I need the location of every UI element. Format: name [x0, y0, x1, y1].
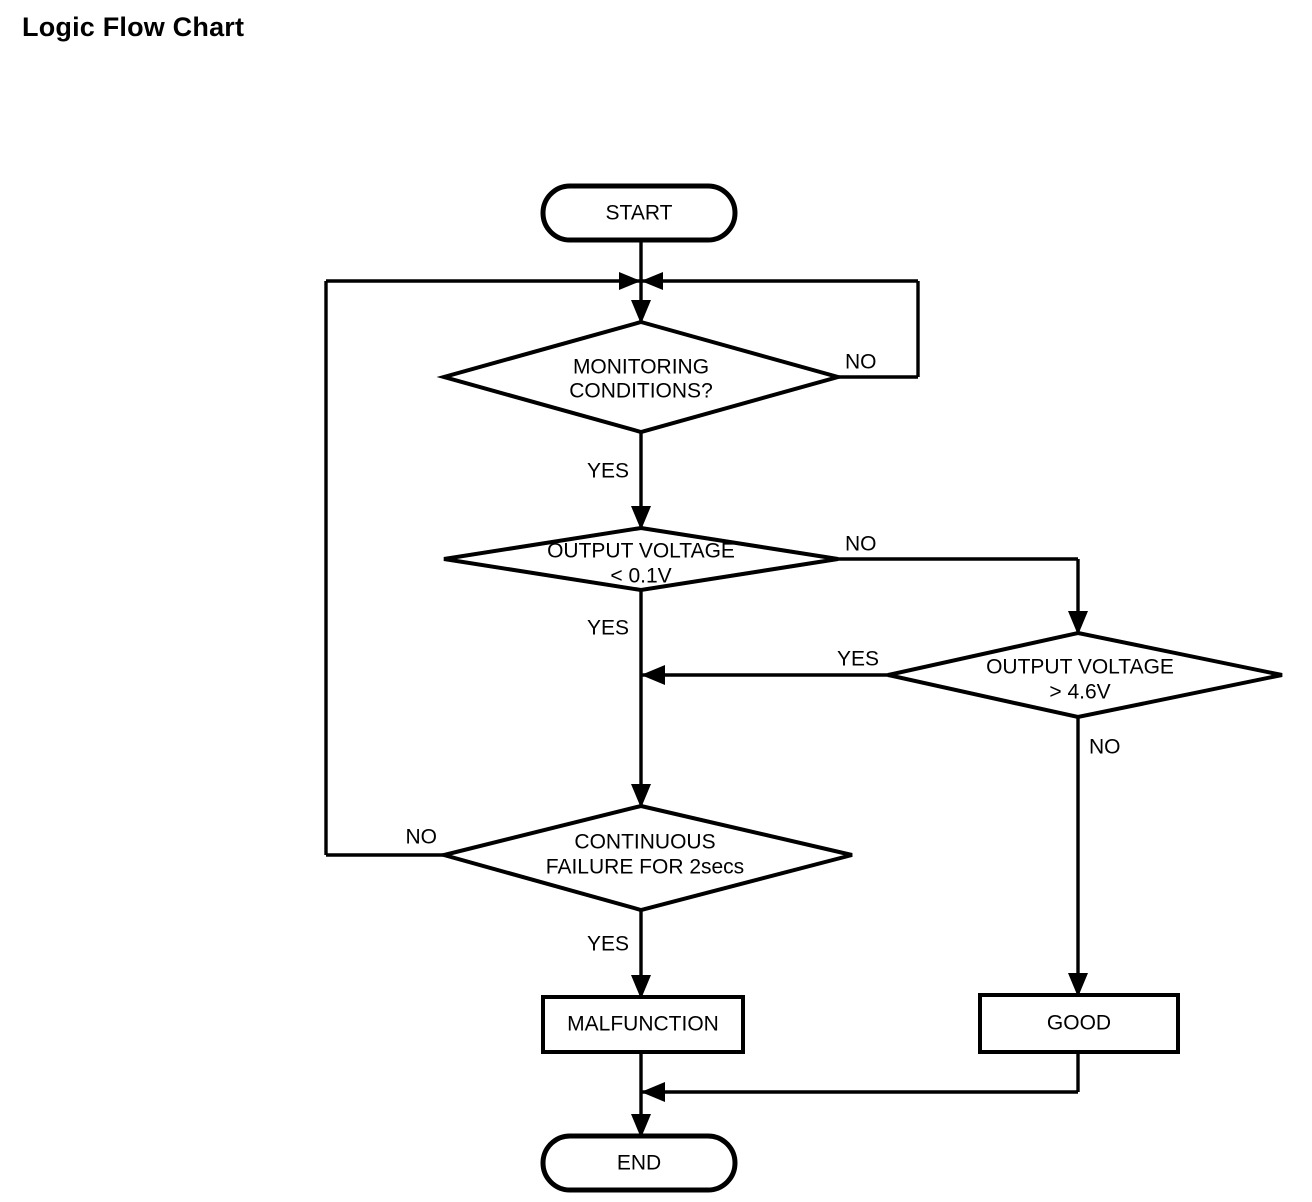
node-output-voltage-low[interactable]: OUTPUT VOLTAGE < 0.1V: [443, 525, 839, 593]
arrowhead-into-vhigh: [1068, 611, 1088, 635]
continuous-label-line1: CONTINUOUS: [574, 831, 715, 854]
arrowhead-into-monitoring: [631, 300, 651, 324]
malfunction-label: MALFUNCTION: [567, 1013, 719, 1036]
node-malfunction[interactable]: MALFUNCTION: [541, 995, 745, 1054]
node-good[interactable]: GOOD: [978, 993, 1180, 1054]
malfunction-box-shape: [541, 995, 745, 1054]
arrowhead-into-good: [1068, 973, 1088, 997]
node-continuous-failure[interactable]: CONTINUOUS FAILURE FOR 2secs: [436, 803, 853, 913]
arrowhead-into-end: [631, 1114, 651, 1138]
vhigh-label-line1: OUTPUT VOLTAGE: [986, 656, 1174, 679]
continuous-decision-shape: [436, 803, 853, 913]
arrowhead-left-loop-into-junction: [619, 272, 641, 290]
node-end[interactable]: END: [540, 1133, 738, 1193]
edge-label-vhigh-no: NO: [1089, 736, 1121, 759]
edge-label-vlow-yes: YES: [587, 617, 629, 640]
arrowhead-into-vlow: [631, 506, 651, 530]
monitoring-decision-shape: [436, 319, 846, 435]
arrowhead-vhigh-yes-merge: [641, 665, 665, 685]
monitoring-label-line2: CONDITIONS?: [569, 380, 713, 403]
end-terminator-shape: [540, 1133, 738, 1193]
vlow-label-line1: OUTPUT VOLTAGE: [547, 540, 735, 563]
start-terminator-shape: [540, 183, 738, 243]
start-label: START: [606, 202, 673, 225]
edge-label-monitoring-no: NO: [845, 351, 877, 374]
monitoring-label-line1: MONITORING: [573, 356, 709, 379]
end-label: END: [617, 1152, 661, 1175]
node-start[interactable]: START: [540, 183, 738, 243]
edge-label-vlow-no: NO: [845, 533, 877, 556]
arrowhead-right-loop-into-junction: [641, 272, 663, 290]
page-title: Logic Flow Chart: [22, 12, 245, 42]
edge-label-vhigh-yes: YES: [837, 648, 879, 671]
arrowhead-into-malfunction: [631, 975, 651, 999]
node-output-voltage-high[interactable]: OUTPUT VOLTAGE > 4.6V: [887, 630, 1283, 720]
vlow-decision-shape: [443, 525, 839, 593]
good-box-shape: [978, 993, 1180, 1054]
vhigh-label-line2: > 4.6V: [1049, 681, 1110, 704]
arrowhead-into-continuous: [631, 784, 651, 808]
edge-label-monitoring-yes: YES: [587, 460, 629, 483]
node-monitoring-conditions[interactable]: MONITORING CONDITIONS?: [436, 319, 846, 435]
vlow-label-line2: < 0.1V: [610, 565, 671, 588]
continuous-label-line2: FAILURE FOR 2secs: [546, 856, 744, 879]
edge-label-continuous-yes: YES: [587, 933, 629, 956]
arrowhead-good-merge: [641, 1082, 665, 1102]
good-label: GOOD: [1047, 1012, 1111, 1035]
vhigh-decision-shape: [887, 630, 1283, 720]
edge-label-continuous-no: NO: [406, 826, 438, 849]
